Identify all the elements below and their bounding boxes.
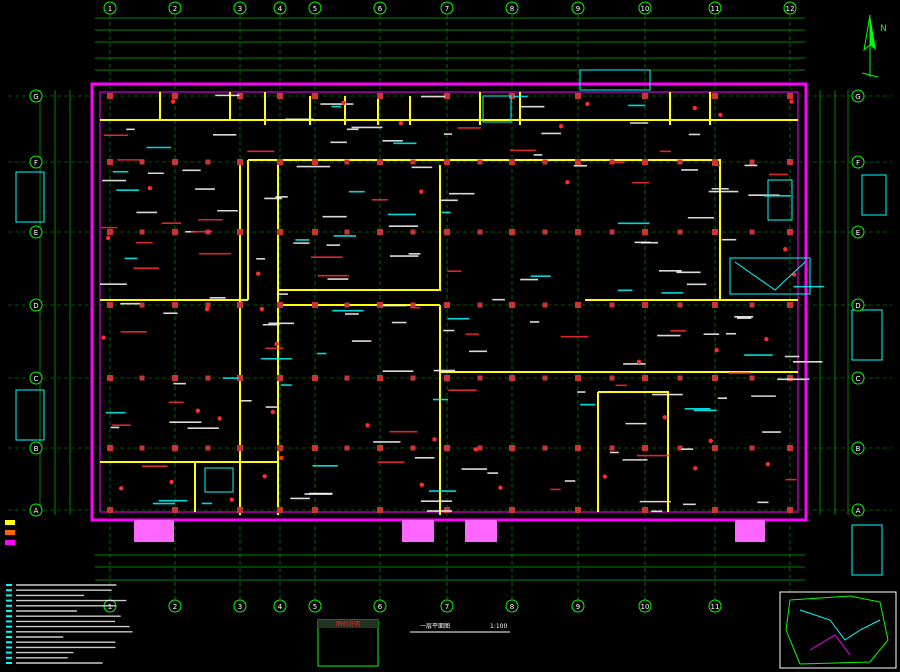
col-label-bottom-11: 11 bbox=[708, 599, 722, 613]
svg-text:6: 6 bbox=[378, 603, 383, 611]
col-label-top-5: 5 bbox=[308, 1, 322, 15]
col-label-top-7: 7 bbox=[440, 1, 454, 15]
col-label-top-10: 10 bbox=[638, 1, 652, 15]
svg-text:2: 2 bbox=[173, 603, 177, 611]
key-plan bbox=[779, 591, 897, 669]
svg-text:8: 8 bbox=[510, 5, 514, 13]
row-label-right-B: B bbox=[851, 441, 865, 455]
north-arrow: N bbox=[861, 14, 887, 78]
row-label-right-C: C bbox=[851, 371, 865, 385]
col-label-top-1: 1 bbox=[103, 1, 117, 15]
svg-text:7: 7 bbox=[445, 603, 449, 611]
col-label-bottom-7: 7 bbox=[440, 599, 454, 613]
equipment-blocks bbox=[134, 520, 765, 542]
interior-walls bbox=[100, 92, 798, 515]
svg-text:C: C bbox=[856, 375, 861, 383]
col-label-bottom-10: 10 bbox=[638, 599, 652, 613]
legend bbox=[5, 520, 133, 664]
col-label-top-12: 12 bbox=[783, 1, 797, 15]
col-label-top-11: 11 bbox=[708, 1, 722, 15]
col-label-top-4: 4 bbox=[273, 1, 287, 15]
svg-text:G: G bbox=[855, 93, 860, 101]
svg-text:E: E bbox=[856, 229, 860, 237]
svg-text:A: A bbox=[856, 507, 861, 515]
svg-text:1: 1 bbox=[108, 603, 112, 611]
svg-text:F: F bbox=[34, 159, 38, 167]
row-label-right-G: G bbox=[851, 89, 865, 103]
svg-text:4: 4 bbox=[278, 5, 283, 13]
col-label-bottom-4: 4 bbox=[273, 599, 287, 613]
svg-text:3: 3 bbox=[238, 5, 242, 13]
svg-text:9: 9 bbox=[576, 603, 580, 611]
svg-text:A: A bbox=[34, 507, 39, 515]
col-label-bottom-8: 8 bbox=[505, 599, 519, 613]
col-label-bottom-5: 5 bbox=[308, 599, 322, 613]
title-block: 图例说明 一层平面图 1:100 bbox=[317, 619, 510, 667]
annotation-text-marks bbox=[100, 94, 825, 513]
row-label-left-G: G bbox=[29, 89, 43, 103]
svg-text:10: 10 bbox=[641, 5, 650, 13]
sheet-scale: 1:100 bbox=[490, 623, 507, 630]
svg-text:7: 7 bbox=[445, 5, 449, 13]
svg-text:11: 11 bbox=[711, 5, 720, 13]
row-label-right-F: F bbox=[851, 155, 865, 169]
row-label-left-A: A bbox=[29, 503, 43, 517]
svg-text:6: 6 bbox=[378, 5, 383, 13]
svg-text:11: 11 bbox=[711, 603, 720, 611]
row-label-left-C: C bbox=[29, 371, 43, 385]
svg-text:1: 1 bbox=[108, 5, 112, 13]
row-label-left-B: B bbox=[29, 441, 43, 455]
svg-text:D: D bbox=[33, 302, 38, 310]
col-label-top-3: 3 bbox=[233, 1, 247, 15]
col-label-top-9: 9 bbox=[571, 1, 585, 15]
svg-text:B: B bbox=[34, 445, 39, 453]
svg-text:5: 5 bbox=[313, 603, 317, 611]
structural-columns bbox=[107, 93, 793, 513]
col-label-top-6: 6 bbox=[373, 1, 387, 15]
axis-labels: 123456789101112123456789101112GFEDCBAGFE… bbox=[29, 1, 865, 613]
table-title: 图例说明 bbox=[336, 620, 360, 628]
row-label-right-E: E bbox=[851, 225, 865, 239]
col-label-bottom-9: 9 bbox=[571, 599, 585, 613]
svg-text:9: 9 bbox=[576, 5, 580, 13]
north-label: N bbox=[880, 24, 887, 34]
svg-text:10: 10 bbox=[641, 603, 650, 611]
stair-details bbox=[15, 69, 887, 576]
col-label-top-8: 8 bbox=[505, 1, 519, 15]
svg-text:D: D bbox=[855, 302, 860, 310]
svg-text:G: G bbox=[33, 93, 38, 101]
svg-text:5: 5 bbox=[313, 5, 317, 13]
svg-text:E: E bbox=[34, 229, 38, 237]
row-label-right-D: D bbox=[851, 298, 865, 312]
sheet-title: 一层平面图 bbox=[420, 623, 450, 630]
svg-text:B: B bbox=[856, 445, 861, 453]
svg-text:C: C bbox=[34, 375, 39, 383]
row-label-left-F: F bbox=[29, 155, 43, 169]
row-label-left-D: D bbox=[29, 298, 43, 312]
svg-text:4: 4 bbox=[278, 603, 283, 611]
svg-text:F: F bbox=[856, 159, 860, 167]
row-label-left-E: E bbox=[29, 225, 43, 239]
svg-text:12: 12 bbox=[786, 5, 795, 13]
svg-text:2: 2 bbox=[173, 5, 177, 13]
col-label-bottom-2: 2 bbox=[168, 599, 182, 613]
col-label-top-2: 2 bbox=[168, 1, 182, 15]
svg-text:8: 8 bbox=[510, 603, 514, 611]
col-label-bottom-6: 6 bbox=[373, 599, 387, 613]
row-label-right-A: A bbox=[851, 503, 865, 517]
svg-text:3: 3 bbox=[238, 603, 242, 611]
col-label-bottom-3: 3 bbox=[233, 599, 247, 613]
